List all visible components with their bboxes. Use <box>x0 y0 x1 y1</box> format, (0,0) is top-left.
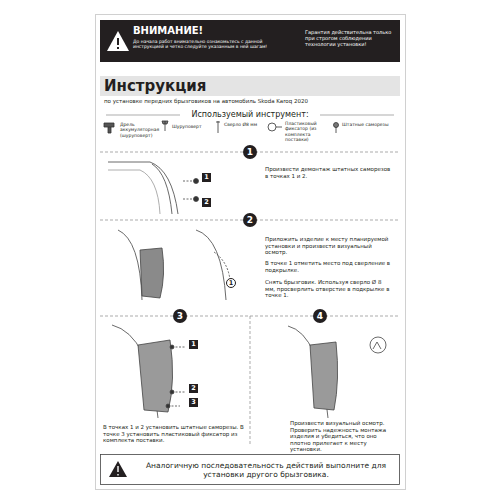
step-separators <box>100 152 400 446</box>
step-text: Снять брызговик. Используя сверло Ø 8 мм… <box>265 279 393 299</box>
subtitle: по установке передних брызговиков на авт… <box>104 98 394 105</box>
tool-label: Сверло Ø8 мм <box>224 122 264 127</box>
note-text: Аналогичную последовательность действий … <box>135 461 397 479</box>
warning-mark <box>117 466 118 476</box>
step-number: 2 <box>243 213 257 227</box>
callout-number: 1 <box>202 173 211 182</box>
warning-text: Гарантия действительна только при строго… <box>305 29 395 47</box>
callout-number: 3 <box>189 398 198 407</box>
mudflap-step4 <box>288 326 386 418</box>
number-text: 4 <box>313 309 327 323</box>
number-text: 2 <box>189 384 198 393</box>
step-text: Произвести визуальный осмотр. Проверить … <box>290 420 398 453</box>
warning-icon <box>109 461 127 477</box>
step-number: 4 <box>313 309 327 323</box>
warning-text: До начала работ внимательно ознакомьтесь… <box>133 39 293 50</box>
number-text: 1 <box>189 340 198 349</box>
callout-number: 2 <box>202 198 211 207</box>
warning-bar: ВНИМАНИЕ! До начала работ внимательно озн… <box>100 20 400 62</box>
step-text: В точке 1 отметить место под сверление в… <box>265 260 393 273</box>
sheet-border <box>96 15 406 490</box>
step-number: 3 <box>173 309 187 323</box>
tool-label: Шуруповерт <box>172 124 212 129</box>
number-text: 3 <box>189 398 198 407</box>
warning-icon <box>106 30 130 52</box>
number-text: 1 <box>243 145 257 159</box>
step-text: Приложить изделие к месту планируемой ус… <box>265 236 393 256</box>
mudflap-step2 <box>118 230 230 300</box>
number-text: 3 <box>173 309 187 323</box>
callout-number: 1 <box>189 340 198 349</box>
footer-border <box>101 455 400 485</box>
section-heading: Используемый инструмент: <box>180 110 320 120</box>
step-text: Произвести демонтаж штатных саморезов в … <box>265 166 393 179</box>
number-text: 1 <box>202 173 211 182</box>
number-text: 1 <box>227 279 235 287</box>
tool-label: Пластиковый фиксатор (из комплекта поста… <box>285 121 331 143</box>
title-band: Инструкция <box>100 76 400 96</box>
number-text: 2 <box>202 198 211 207</box>
callout-number: 2 <box>189 384 198 393</box>
callout-number: 1 <box>226 278 236 288</box>
tool-label: Дрель аккумуляторная (шуруповерт) <box>120 122 158 138</box>
number-text: 2 <box>243 213 257 227</box>
warning-title: ВНИМАНИЕ! <box>133 25 283 37</box>
tool-label: Штатные саморезы <box>342 122 392 127</box>
mudflap-step3 <box>112 325 186 418</box>
step-number: 1 <box>243 145 257 159</box>
step-text: В точках 1 и 2 установить штатные саморе… <box>103 424 245 444</box>
title-text: Инструкция <box>104 77 206 95</box>
fender-step1 <box>108 162 199 214</box>
footer-note: Аналогичную последовательность действий … <box>135 457 397 482</box>
